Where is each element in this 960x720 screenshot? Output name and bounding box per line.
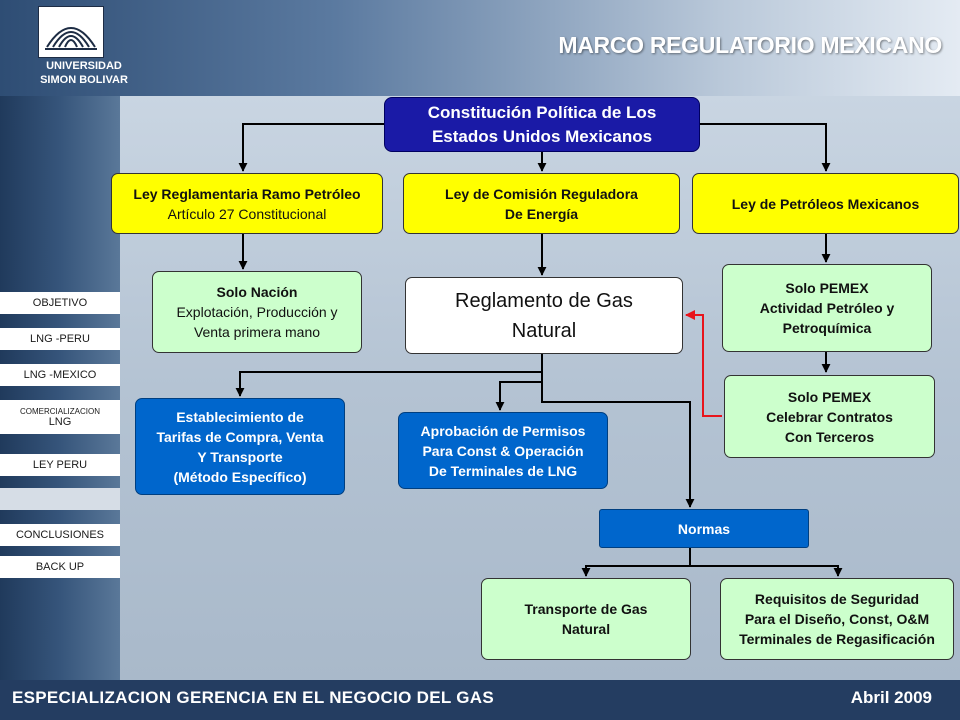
box-solo-nacion-line2: Explotación, Producción y: [176, 304, 338, 320]
university-name-line1: UNIVERSIDAD: [46, 60, 122, 72]
connector-reglamento-normas: [541, 382, 695, 508]
nav-ley-peru[interactable]: LEY PERU: [0, 454, 120, 476]
connector-normas-transporte: [581, 548, 691, 577]
box-solo-pemex-1-line3: Petroquímica: [782, 320, 872, 336]
box-solo-pemex-2-line1: Solo PEMEX: [787, 388, 872, 405]
university-logo: [38, 6, 104, 58]
nav-comercializacion-label: COMERCIALIZACION: [19, 406, 100, 416]
box-requisitos: Requisitos de Seguridad Para el Diseño, …: [720, 578, 954, 660]
box-ley-reglamentaria: Ley Reglamentaria Ramo Petróleo Artículo…: [111, 173, 383, 234]
nav-lng-peru[interactable]: LNG -PERU: [0, 328, 120, 350]
nav-blank-item[interactable]: [0, 488, 120, 510]
box-ley-comision-line1: Ley de Comisión Reguladora: [445, 185, 638, 202]
box-solo-nacion: Solo Nación Explotación, Producción y Ve…: [152, 271, 362, 353]
nav-lng-label: LNG: [48, 415, 72, 428]
box-requisitos-line1: Requisitos de Seguridad: [754, 591, 920, 607]
box-requisitos-line2: Para el Diseño, Const, O&M: [744, 611, 930, 627]
box-reglamento-line2: Natural: [511, 319, 577, 342]
footer-bar: ESPECIALIZACION GERENCIA EN EL NEGOCIO D…: [0, 680, 960, 720]
box-ley-petroleos: Ley de Petróleos Mexicanos: [692, 173, 959, 234]
box-ley-comision-line2: De Energía: [504, 205, 579, 222]
nav-conclusiones[interactable]: CONCLUSIONES: [0, 524, 120, 546]
box-aprobacion: Aprobación de Permisos Para Const & Oper…: [398, 412, 608, 489]
box-establecimiento-line2: Tarifas de Compra, Venta: [156, 428, 324, 445]
box-ley-reglamentaria-line1: Ley Reglamentaria Ramo Petróleo: [133, 185, 361, 202]
box-establecimiento: Establecimiento de Tarifas de Compra, Ve…: [135, 398, 345, 495]
box-solo-pemex-1-line1: Solo PEMEX: [785, 280, 869, 296]
box-transporte-line1: Transporte de Gas: [524, 601, 648, 617]
box-establecimiento-line1: Establecimiento de: [176, 408, 304, 425]
box-constitucion: Constitución Política de Los Estados Uni…: [384, 97, 700, 152]
connector-solo-pemex-2-reglamento: [685, 310, 722, 417]
box-solo-nacion-line1: Solo Nación: [216, 284, 298, 300]
box-establecimiento-line4: (Método Específico): [173, 468, 307, 485]
nav-lng-peru-label: LNG -PERU: [30, 333, 90, 345]
box-establecimiento-line3: Y Transporte: [197, 448, 283, 465]
box-transporte: Transporte de Gas Natural: [481, 578, 691, 660]
box-aprobacion-line1: Aprobación de Permisos: [420, 422, 586, 439]
box-solo-pemex-2-line2: Celebrar Contratos: [766, 408, 893, 425]
sidebar: [0, 96, 120, 680]
nav-objetivo[interactable]: OBJETIVO: [0, 292, 120, 314]
box-aprobacion-line2: Para Const & Operación: [422, 442, 584, 459]
nav-ley-peru-label: LEY PERU: [32, 459, 88, 471]
footer-date: Abril 2009: [850, 688, 932, 707]
connector-normas-requisitos: [690, 565, 843, 577]
connector-reglamento-establecimiento: [235, 354, 543, 397]
box-normas-label: Normas: [677, 520, 731, 537]
box-reglamento-line1: Reglamento de Gas: [455, 289, 633, 312]
box-aprobacion-line3: De Terminales de LNG: [428, 462, 578, 479]
page-title: MARCO REGULATORIO MEXICANO: [558, 32, 942, 58]
box-requisitos-line3: Terminales de Regasificación: [739, 631, 935, 647]
university-seal-icon: [45, 27, 97, 50]
box-constitucion-line2: Estados Unidos Mexicanos: [431, 126, 653, 146]
box-solo-pemex-1: Solo PEMEX Actividad Petróleo y Petroquí…: [722, 264, 932, 352]
box-ley-petroleos-line1: Ley de Petróleos Mexicanos: [731, 195, 920, 212]
nav-comercializacion-lng[interactable]: COMERCIALIZACION LNG: [0, 400, 120, 434]
header-bar: UNIVERSIDAD SIMON BOLIVAR MARCO REGULATO…: [0, 0, 960, 96]
box-constitucion-line1: Constitución Política de Los: [427, 102, 657, 122]
nav-back-up[interactable]: BACK UP: [0, 556, 120, 578]
nav-lng-mexico[interactable]: LNG -MEXICO: [0, 364, 120, 386]
footer-program-title: ESPECIALIZACION GERENCIA EN EL NEGOCIO D…: [12, 688, 494, 707]
box-solo-nacion-line3: Venta primera mano: [193, 324, 321, 340]
connector-reglamento-aprobacion: [495, 372, 543, 411]
university-name-line2: SIMON BOLIVAR: [40, 74, 128, 86]
box-solo-pemex-1-line2: Actividad Petróleo y: [759, 300, 895, 316]
nav-conclusiones-label: CONCLUSIONES: [15, 529, 105, 541]
nav-back-up-label: BACK UP: [35, 561, 85, 573]
box-transporte-line2: Natural: [561, 621, 611, 637]
box-ley-reglamentaria-line2: Artículo 27 Constitucional: [167, 205, 327, 222]
box-normas: Normas: [599, 509, 809, 548]
nav-lng-mexico-label: LNG -MEXICO: [23, 369, 97, 381]
nav-objetivo-label: OBJETIVO: [32, 297, 88, 309]
box-ley-comision: Ley de Comisión Reguladora De Energía: [403, 173, 680, 234]
box-solo-pemex-2: Solo PEMEX Celebrar Contratos Con Tercer…: [724, 375, 935, 458]
box-reglamento: Reglamento de Gas Natural: [405, 277, 683, 354]
connector-constitucion-ley-petroleos: [700, 123, 831, 172]
connector-constitucion-ley-reglamentaria: [238, 123, 384, 172]
box-solo-pemex-2-line3: Con Terceros: [784, 428, 875, 445]
